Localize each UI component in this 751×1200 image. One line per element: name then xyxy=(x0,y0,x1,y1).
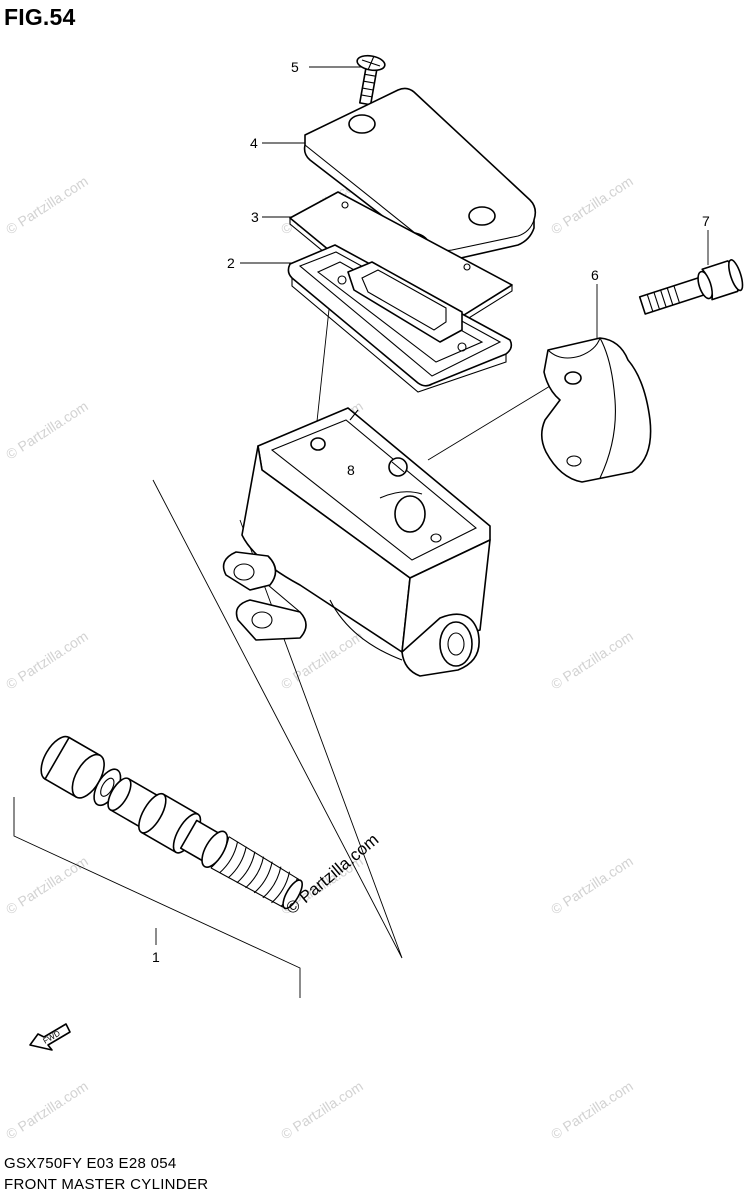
watermark-text: © Partzilla.com xyxy=(3,1078,91,1143)
callout-label: 3 xyxy=(251,209,259,225)
watermark-text: © Partzilla.com xyxy=(3,173,91,238)
watermark-text: © Partzilla.com xyxy=(3,628,91,693)
callout-label: 8 xyxy=(347,462,355,478)
fwd-arrow-icon: FWD xyxy=(29,1023,71,1051)
cap-screw-part xyxy=(356,54,386,106)
callout-labels: 1 2 3 4 5 6 7 8 xyxy=(152,59,710,965)
holder-bolt-part xyxy=(638,259,744,315)
watermark-text: © Partzilla.com xyxy=(548,1078,636,1143)
watermark-text: © Partzilla.com xyxy=(548,853,636,918)
watermark-feature-text: © Partzilla.com xyxy=(282,830,382,918)
callout-label: 2 xyxy=(227,255,235,271)
master-cylinder-body-part xyxy=(222,407,491,677)
watermark-layer: © Partzilla.com © Partzilla.com © Partzill… xyxy=(3,173,636,1143)
callout-label: 4 xyxy=(250,135,258,151)
master-cylinder-holder-part xyxy=(540,337,652,483)
figure-name: FRONT MASTER CYLINDER xyxy=(4,1176,209,1193)
callout-label: 5 xyxy=(291,59,299,75)
watermark-text: © Partzilla.com xyxy=(548,628,636,693)
watermark-text: © Partzilla.com xyxy=(278,1078,366,1143)
diaphragm-gasket-part xyxy=(287,244,513,393)
callout-label: 6 xyxy=(591,267,599,283)
callout-label: 1 xyxy=(152,949,160,965)
watermark-text: © Partzilla.com xyxy=(3,398,91,463)
watermark-text: © Partzilla.com xyxy=(3,853,91,918)
callout-label: 7 xyxy=(702,213,710,229)
watermark-text: © Partzilla.com xyxy=(548,173,636,238)
figure-code: GSX750FY E03 E28 054 xyxy=(4,1155,177,1172)
piston-assembly-part xyxy=(40,735,303,910)
figure-title: FIG.54 xyxy=(4,4,76,30)
